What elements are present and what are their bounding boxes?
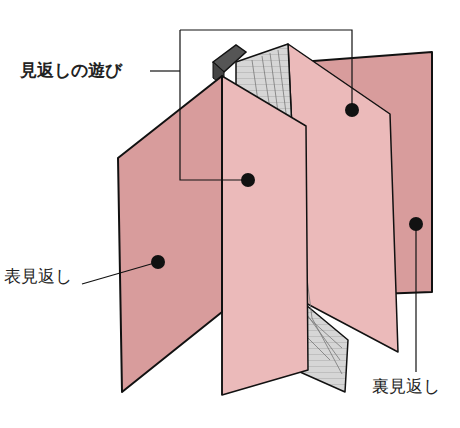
front-endpaper <box>118 76 222 392</box>
marker-dots <box>151 103 423 269</box>
front-flyleaf <box>222 76 308 395</box>
part-label: 裏見返し <box>370 376 442 396</box>
gutter-line <box>221 76 223 395</box>
part-label: 表見返し <box>2 266 74 286</box>
part-label: 見返しの遊び <box>18 60 124 80</box>
leader-lines <box>82 30 416 372</box>
